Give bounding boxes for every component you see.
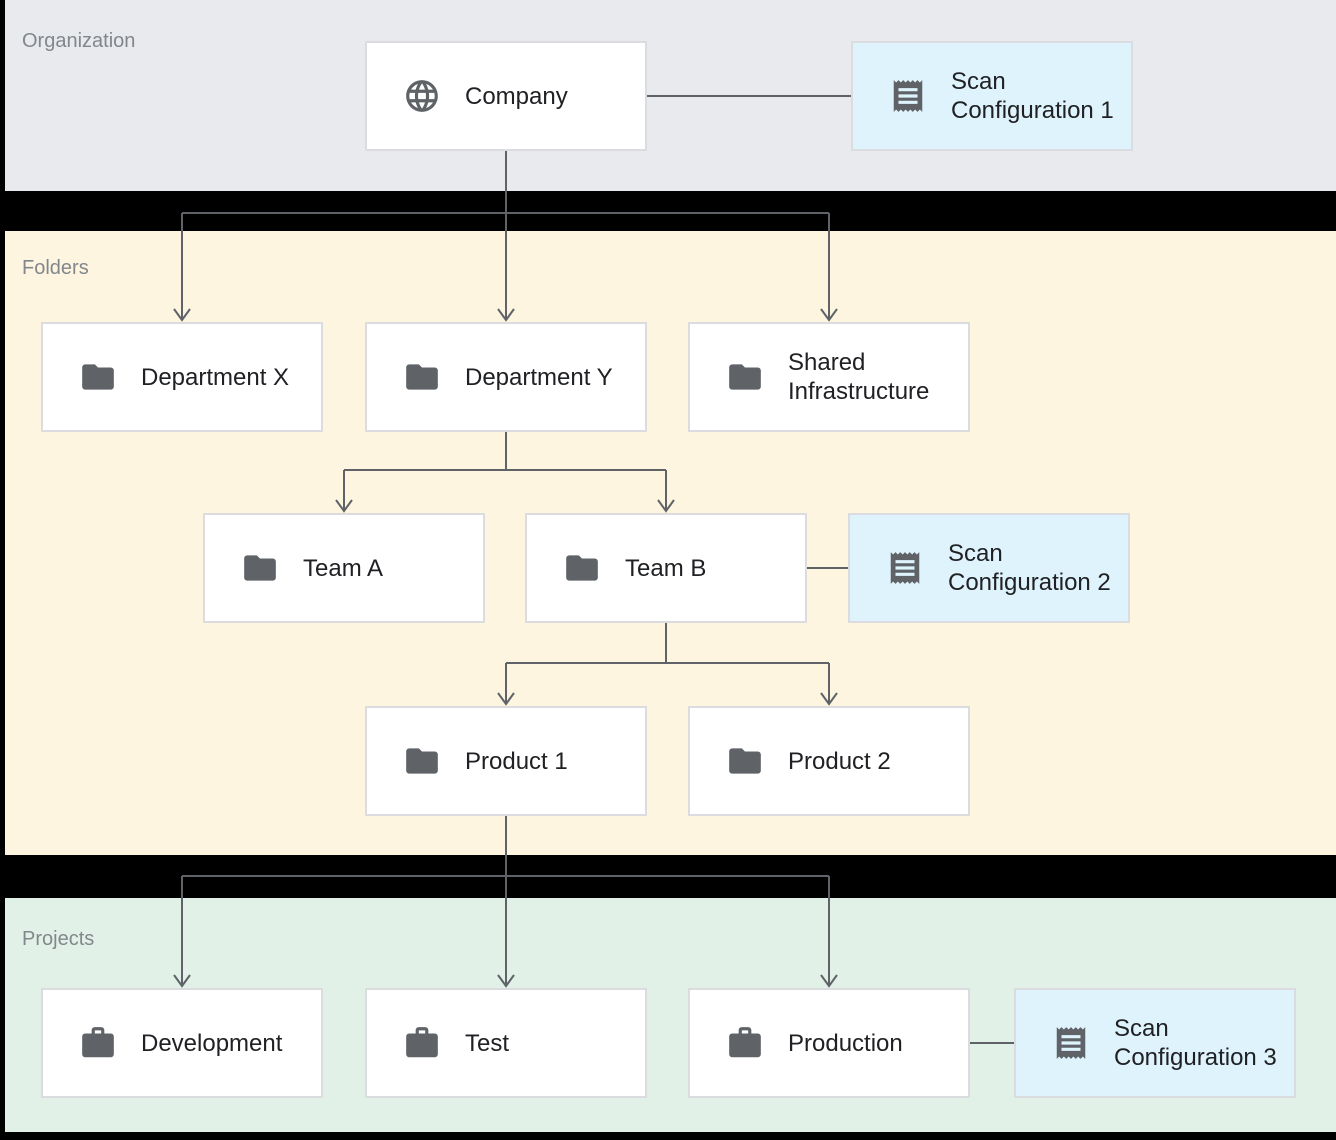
- node-production: Production: [688, 988, 970, 1098]
- node-team-a: Team A: [203, 513, 485, 623]
- node-scan-configuration-3: Scan Configuration 3: [1014, 988, 1296, 1098]
- folder-icon: [79, 358, 117, 396]
- folders-band-label: Folders: [22, 257, 89, 279]
- node-shared-infrastructure: Shared Infrastructure: [688, 322, 970, 432]
- folder-icon: [403, 742, 441, 780]
- node-label: Scan Configuration 1: [951, 68, 1114, 124]
- node-team-b: Team B: [525, 513, 807, 623]
- node-development: Development: [41, 988, 323, 1098]
- node-label: Scan Configuration 2: [948, 540, 1111, 596]
- node-scan-configuration-1: Scan Configuration 1: [851, 41, 1133, 151]
- globe-icon: [403, 77, 441, 115]
- receipt-icon: [1052, 1024, 1090, 1062]
- node-label: Product 2: [788, 747, 891, 775]
- node-company: Company: [365, 41, 647, 151]
- briefcase-icon: [403, 1024, 441, 1062]
- projects-band-label: Projects: [22, 928, 95, 950]
- node-label: Team B: [625, 554, 707, 582]
- organization-band-label: Organization: [22, 30, 136, 52]
- receipt-icon: [886, 549, 924, 587]
- node-label: Department Y: [465, 363, 613, 391]
- folder-icon: [241, 549, 279, 587]
- node-department-y: Department Y: [365, 322, 647, 432]
- node-label: Scan Configuration 3: [1114, 1015, 1277, 1071]
- folder-icon: [563, 549, 601, 587]
- node-label: Production: [788, 1029, 903, 1057]
- node-scan-configuration-2: Scan Configuration 2: [848, 513, 1130, 623]
- node-label: Company: [465, 82, 568, 110]
- organization-band: Organization: [5, 0, 1336, 191]
- node-label: Test: [465, 1029, 510, 1057]
- folder-icon: [726, 742, 764, 780]
- receipt-icon: [889, 77, 927, 115]
- node-label: Development: [141, 1029, 283, 1057]
- node-test: Test: [365, 988, 647, 1098]
- node-label: Department X: [141, 363, 290, 391]
- briefcase-icon: [726, 1024, 764, 1062]
- folder-icon: [403, 358, 441, 396]
- node-label: Team A: [303, 554, 384, 582]
- node-department-x: Department X: [41, 322, 323, 432]
- node-label: Shared Infrastructure: [788, 349, 930, 405]
- briefcase-icon: [79, 1024, 117, 1062]
- node-product-1: Product 1: [365, 706, 647, 816]
- folder-icon: [726, 358, 764, 396]
- node-product-2: Product 2: [688, 706, 970, 816]
- node-label: Product 1: [465, 747, 568, 775]
